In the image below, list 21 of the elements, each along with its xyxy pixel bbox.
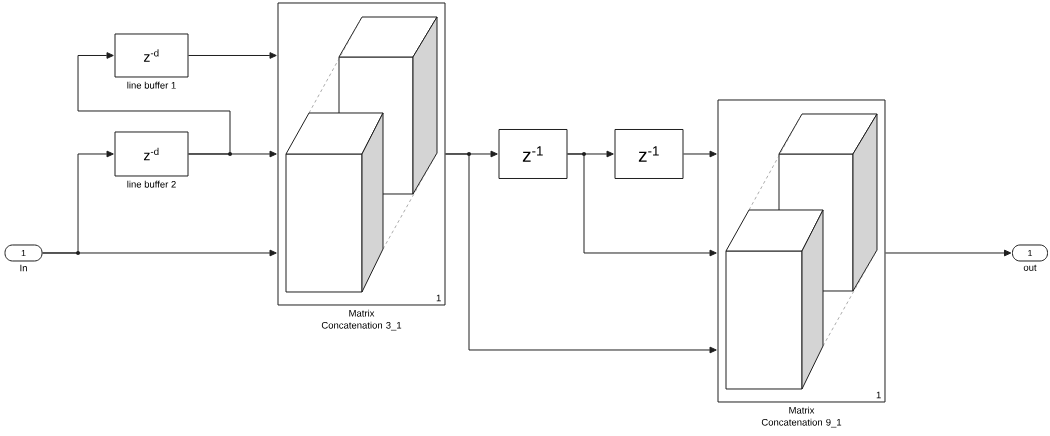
block-label: Matrix Concatenation 9_1 xyxy=(761,406,842,428)
arrow xyxy=(683,150,717,158)
arrow xyxy=(445,153,717,354)
arrow xyxy=(42,150,114,254)
port-label: out xyxy=(1023,264,1037,271)
arrow xyxy=(188,52,277,59)
concatenation-block: 1 xyxy=(277,2,446,306)
port-label: In xyxy=(20,264,27,272)
delay-block: z$^{-d}$ xyxy=(114,33,189,78)
delay-block: z$^{-d}$ xyxy=(114,131,189,177)
block-label: Matrix Concatenation 3_1 xyxy=(321,309,402,331)
delay-block: z$^{-1}$ xyxy=(498,129,568,179)
block-label: line buffer 2 xyxy=(127,180,176,188)
arrow xyxy=(885,249,1012,257)
delay-block: z$^{-1}$ xyxy=(614,129,684,179)
arrow xyxy=(567,153,717,257)
arrow xyxy=(77,52,231,155)
concatenation-block: 1 xyxy=(717,99,886,403)
output-port: 1 xyxy=(1012,244,1048,262)
block-label: line buffer 1 xyxy=(127,81,176,89)
input-port: 1 xyxy=(4,244,43,262)
